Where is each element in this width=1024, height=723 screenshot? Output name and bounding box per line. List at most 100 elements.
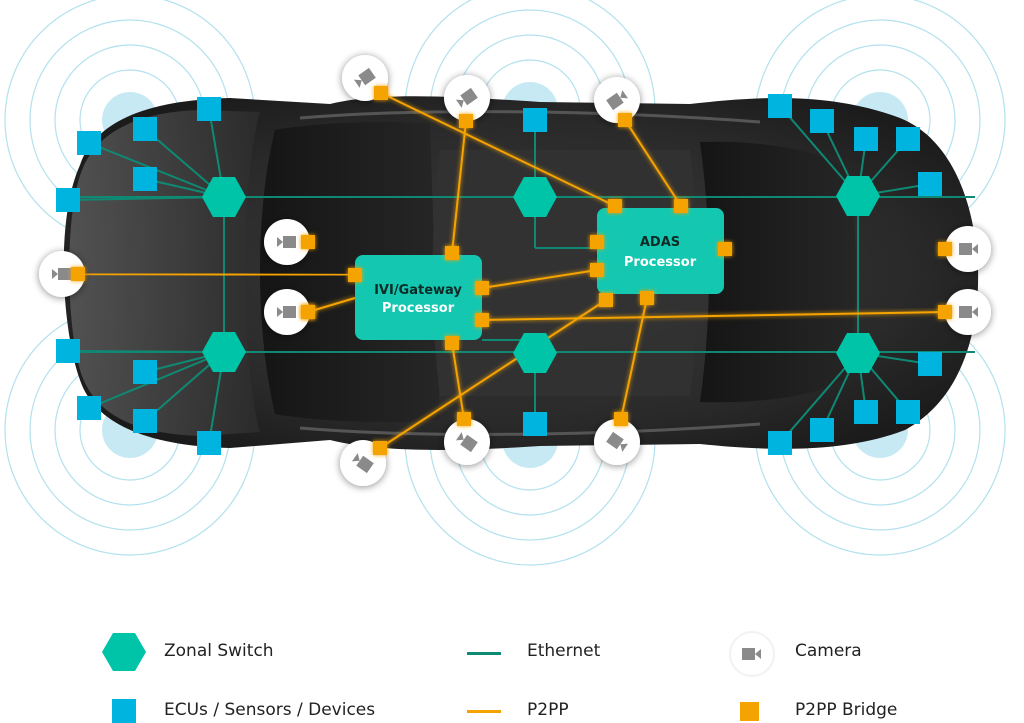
p2pp-bridge[interactable]	[445, 246, 459, 260]
adas-processor-box[interactable]	[597, 208, 724, 294]
p2pp-bridge[interactable]	[445, 336, 459, 350]
p2pp-links	[77, 92, 946, 449]
ecu-device[interactable]	[133, 167, 157, 191]
ecu-device[interactable]	[133, 409, 157, 433]
camera-icon	[351, 453, 374, 474]
zonal-switch[interactable]	[513, 177, 557, 217]
camera[interactable]	[444, 419, 490, 465]
camera[interactable]	[945, 289, 991, 335]
zonal-switch[interactable]	[513, 333, 557, 373]
camera[interactable]	[594, 77, 640, 123]
ecu-device[interactable]	[133, 360, 157, 384]
p2pp-bridge[interactable]	[348, 268, 362, 282]
camera-lens	[455, 99, 464, 108]
camera-icon	[606, 431, 629, 452]
ecu-device[interactable]	[56, 188, 80, 212]
adas-processor[interactable]: ADAS Processor	[597, 208, 724, 294]
p2pp-bridge[interactable]	[718, 242, 732, 256]
p2pp-line-icon	[467, 710, 501, 713]
camera[interactable]	[945, 226, 991, 272]
zonal-switch[interactable]	[202, 177, 246, 217]
p2pp-bridge[interactable]	[674, 199, 688, 213]
p2pp-link	[451, 120, 467, 254]
p2pp-bridge[interactable]	[608, 199, 622, 213]
camera-icon	[52, 268, 71, 280]
ecu-device[interactable]	[768, 431, 792, 455]
p2pp-bridge[interactable]	[374, 86, 388, 100]
p2pp-link	[380, 92, 616, 207]
camera-lens	[972, 244, 978, 254]
ecu-device[interactable]	[918, 172, 942, 196]
p2pp-bridge[interactable]	[938, 305, 952, 319]
car-body	[63, 96, 979, 450]
adas-processor-label-line1: ADAS	[640, 235, 680, 250]
camera-icon	[959, 243, 978, 255]
ecu-device[interactable]	[56, 339, 80, 363]
zonal-switch[interactable]	[202, 332, 246, 372]
ecu-device[interactable]	[854, 127, 878, 151]
p2pp-link	[77, 273, 356, 276]
ivi-processor-box[interactable]	[355, 255, 482, 340]
ecu-device[interactable]	[854, 400, 878, 424]
p2pp-bridge[interactable]	[590, 235, 604, 249]
zonal-switch-hexagon-icon	[102, 633, 146, 671]
car-hood	[69, 110, 261, 436]
legend-zonal-switch	[102, 633, 146, 671]
ecu-device[interactable]	[77, 131, 101, 155]
ecu-device[interactable]	[197, 431, 221, 455]
camera[interactable]	[39, 251, 85, 297]
ivi-processor-label-line1: IVI/Gateway	[374, 283, 462, 298]
camera-lens	[277, 237, 283, 247]
camera[interactable]	[594, 419, 640, 465]
camera-body	[606, 431, 624, 450]
legend-p2pp-label: P2PP	[527, 700, 569, 720]
camera-body	[358, 67, 376, 86]
ecu-device[interactable]	[768, 94, 792, 118]
legend-ethernet-label: Ethernet	[527, 641, 601, 661]
legend-p2pp	[467, 710, 501, 713]
p2pp-bridge[interactable]	[590, 263, 604, 277]
camera[interactable]	[264, 289, 310, 335]
network-nodes	[39, 55, 991, 486]
p2pp-bridge[interactable]	[640, 291, 654, 305]
legend-zonal-switch-label: Zonal Switch	[164, 641, 274, 661]
ecu-device[interactable]	[918, 352, 942, 376]
ivi-gateway-processor[interactable]: IVI/Gateway Processor	[355, 255, 482, 340]
p2pp-bridge[interactable]	[475, 313, 489, 327]
camera-icon	[959, 306, 978, 318]
camera-lens	[455, 432, 464, 441]
zonal-switch[interactable]	[836, 176, 880, 216]
p2pp-bridge[interactable]	[599, 293, 613, 307]
p2pp-bridge[interactable]	[614, 412, 628, 426]
camera-lens	[353, 79, 362, 88]
zonal-switch[interactable]	[836, 333, 880, 373]
p2pp-bridge[interactable]	[373, 441, 387, 455]
car-network-diagram: IVI/Gateway Processor ADAS Processor	[4, 0, 1006, 566]
camera-icon	[277, 236, 296, 248]
p2pp-bridge[interactable]	[71, 267, 85, 281]
legend: Zonal Switch ECUs / Sensors / Devices Et…	[0, 620, 1024, 723]
ecu-device[interactable]	[896, 127, 920, 151]
p2pp-bridge[interactable]	[301, 305, 315, 319]
camera[interactable]	[444, 75, 490, 121]
p2pp-bridge[interactable]	[301, 235, 315, 249]
p2pp-bridge[interactable]	[618, 113, 632, 127]
legend-ecus-label: ECUs / Sensors / Devices	[164, 700, 376, 720]
camera-icon	[277, 306, 296, 318]
ecu-device[interactable]	[810, 109, 834, 133]
ecu-device[interactable]	[896, 400, 920, 424]
camera-body	[959, 306, 972, 318]
ecu-device[interactable]	[197, 97, 221, 121]
p2pp-bridge[interactable]	[459, 114, 473, 128]
ecu-device[interactable]	[523, 412, 547, 436]
p2pp-bridge[interactable]	[457, 412, 471, 426]
p2pp-bridge[interactable]	[938, 242, 952, 256]
ecu-device[interactable]	[133, 117, 157, 141]
ecu-device[interactable]	[77, 396, 101, 420]
ecu-device[interactable]	[523, 108, 547, 132]
camera[interactable]	[264, 219, 310, 265]
camera-body	[606, 92, 624, 111]
ecu-device[interactable]	[810, 418, 834, 442]
p2pp-bridge[interactable]	[475, 281, 489, 295]
camera-lens	[972, 307, 978, 317]
